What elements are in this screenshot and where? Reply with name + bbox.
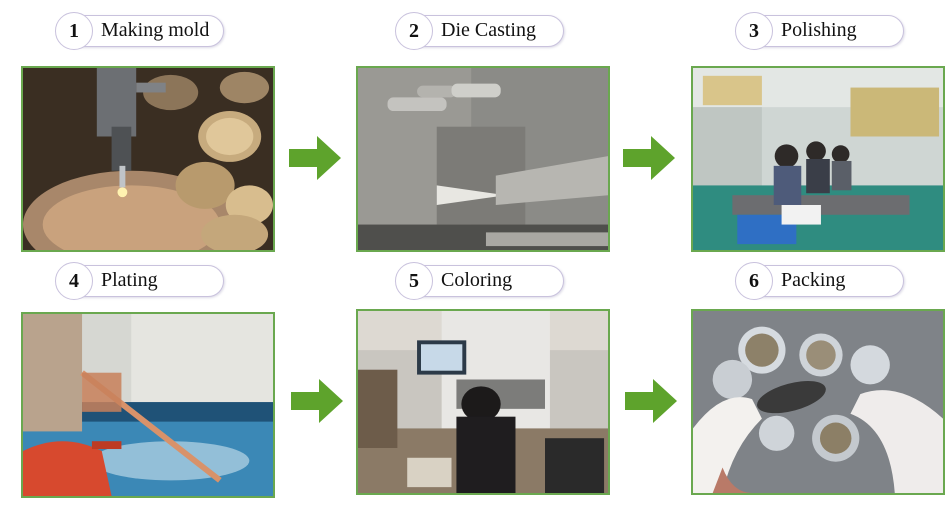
plating-photo xyxy=(21,312,275,498)
arrow-right-icon xyxy=(625,379,677,423)
step-title: Packing xyxy=(781,269,846,291)
polishing-photo xyxy=(691,66,945,252)
arrow-right-icon xyxy=(291,379,343,423)
step-number: 1 xyxy=(55,12,93,50)
step-2-label: 2 Die Casting xyxy=(395,12,564,50)
step-title: Making mold xyxy=(101,19,210,41)
step-5-label: 5 Coloring xyxy=(395,262,564,300)
step-title: Coloring xyxy=(441,269,513,291)
step-number: 3 xyxy=(735,12,773,50)
step-6-label: 6 Packing xyxy=(735,262,904,300)
step-title: Die Casting xyxy=(441,19,536,41)
step-4-label: 4 Plating xyxy=(55,262,224,300)
die-casting-photo xyxy=(356,66,610,252)
step-3-label: 3 Polishing xyxy=(735,12,904,50)
making-mold-photo xyxy=(21,66,275,252)
step-number: 2 xyxy=(395,12,433,50)
arrow-right-icon xyxy=(623,136,675,180)
step-1-label: 1 Making mold xyxy=(55,12,224,50)
step-number: 5 xyxy=(395,262,433,300)
arrow-right-icon xyxy=(289,136,341,180)
step-title: Plating xyxy=(101,269,158,291)
step-number: 4 xyxy=(55,262,93,300)
coloring-photo xyxy=(356,309,610,495)
packing-photo xyxy=(691,309,945,495)
step-title: Polishing xyxy=(781,19,857,41)
step-number: 6 xyxy=(735,262,773,300)
